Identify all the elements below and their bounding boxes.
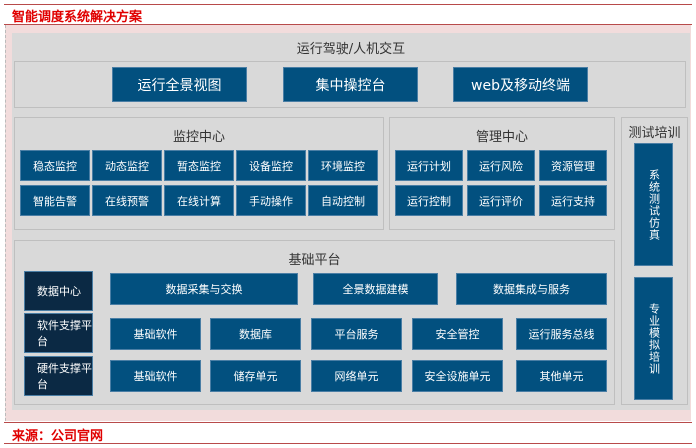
monitor-title: 监控中心: [172, 130, 225, 145]
monitor-box: 动态监控: [92, 150, 162, 181]
hardware-box: 安全设施单元: [412, 360, 503, 392]
manage-box: 运行风险: [467, 150, 535, 181]
software-box: 数据库: [210, 318, 301, 350]
training-box: 专业模拟培训: [634, 277, 673, 400]
hardware-box: 其他单元: [516, 360, 607, 392]
software-box: 运行服务总线: [516, 318, 607, 350]
divider: [4, 4, 692, 5]
manage-box: 资源管理: [539, 150, 607, 181]
data-service-box: 全景数据建模: [313, 273, 438, 305]
divider: [4, 422, 692, 423]
monitor-box: 设备监控: [236, 150, 306, 181]
divider: [4, 443, 692, 444]
base-category-box: 软件支撑平台: [24, 313, 93, 353]
monitor-box: 自动控制: [308, 185, 378, 216]
monitor-box: 在线计算: [164, 185, 234, 216]
hardware-box: 储存单元: [210, 360, 301, 392]
manage-box: 运行控制: [395, 185, 463, 216]
data-service-box: 数据集成与服务: [456, 273, 607, 305]
manage-box: 运行评价: [467, 185, 535, 216]
figure-title: 智能调度系统解决方案: [12, 10, 143, 25]
base-category-box: 数据中心: [24, 271, 93, 311]
divider: [4, 24, 692, 25]
monitor-box: 手动操作: [236, 185, 306, 216]
hardware-box: 基础软件: [110, 360, 201, 392]
central-console-box: 集中操控台: [283, 67, 418, 102]
monitor-box: 暂态监控: [164, 150, 234, 181]
hardware-box: 网络单元: [311, 360, 402, 392]
top-title: 运行驾驶/人机交互: [296, 42, 406, 57]
monitor-box: 智能告警: [20, 185, 90, 216]
monitor-box: 环境监控: [308, 150, 378, 181]
software-box: 基础软件: [110, 318, 201, 350]
system-test-box: 系统测试仿真: [634, 143, 673, 266]
monitor-box: 稳态监控: [20, 150, 90, 181]
test-title: 测试培训: [628, 126, 681, 141]
manage-box: 运行计划: [395, 150, 463, 181]
software-box: 平台服务: [311, 318, 402, 350]
base-category-box: 硬件支撑平台: [24, 356, 93, 396]
web-mobile-box: web及移动终端: [453, 67, 588, 102]
software-box: 安全管控: [412, 318, 503, 350]
monitor-box: 在线预警: [92, 185, 162, 216]
manage-box: 运行支持: [539, 185, 607, 216]
data-service-box: 数据采集与交换: [110, 273, 298, 305]
manage-title: 管理中心: [475, 130, 528, 145]
base-title: 基础平台: [288, 253, 341, 268]
panorama-view-box: 运行全景视图: [112, 67, 247, 102]
source-note: 来源：公司官网: [12, 429, 104, 444]
